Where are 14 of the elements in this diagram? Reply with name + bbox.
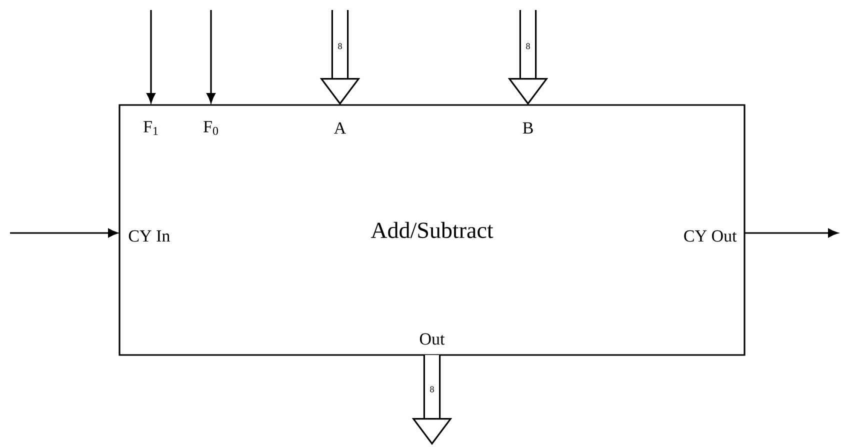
arrow [10, 228, 118, 238]
port-label: B [522, 122, 533, 134]
port-label: F$_{0}$ [204, 121, 218, 135]
arrow [146, 10, 156, 103]
port-label: CY In [128, 230, 170, 242]
bus-width-label: 8 [526, 43, 530, 50]
arrow [745, 228, 838, 238]
bus-width-label: 8 [338, 43, 342, 50]
port-label: A [334, 122, 346, 134]
port-label: Out [420, 333, 445, 345]
bus-width-label: 8 [430, 386, 434, 392]
arrow [206, 10, 216, 103]
port-label: CY Out [684, 230, 737, 242]
port-label: F$_{1}$ [144, 121, 158, 135]
